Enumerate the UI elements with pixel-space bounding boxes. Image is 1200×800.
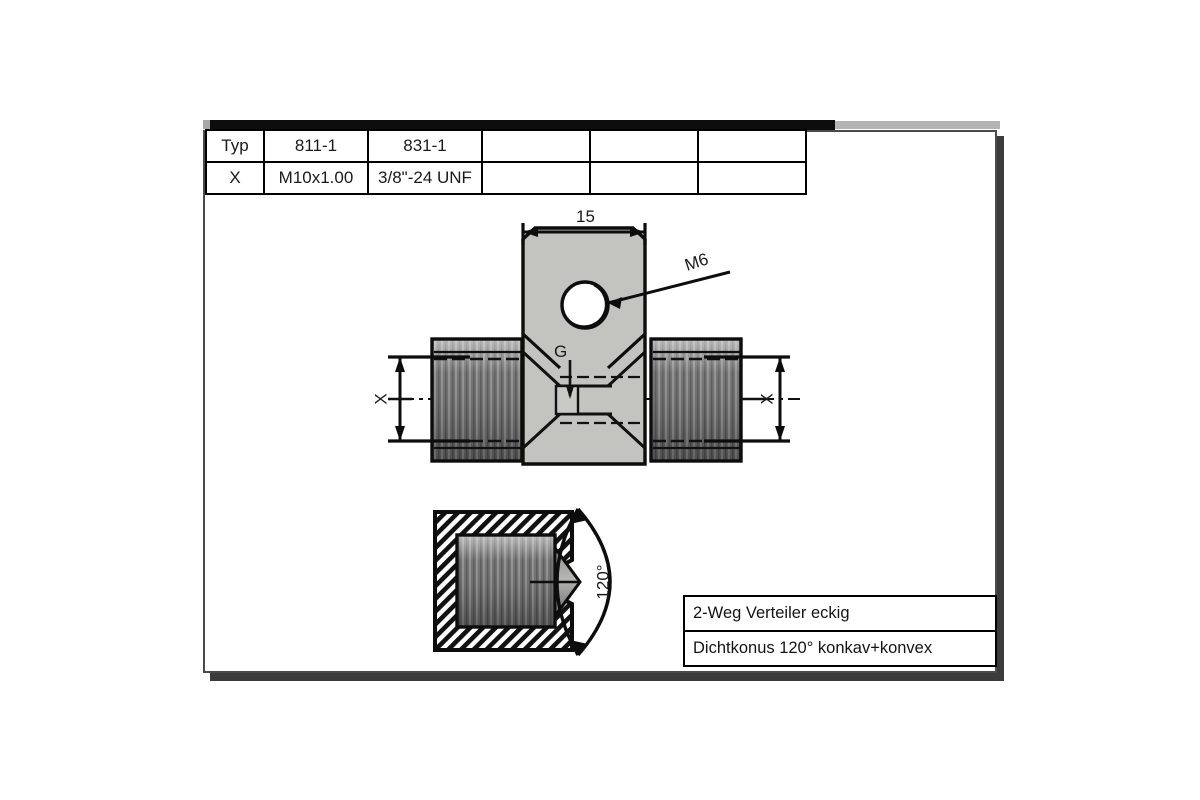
spec-cell bbox=[589, 129, 699, 163]
spec-cell bbox=[697, 129, 807, 163]
spec-cell bbox=[697, 161, 807, 195]
drawing-frame bbox=[203, 130, 997, 673]
frame-shadow-bottom bbox=[210, 673, 1004, 681]
table-row: 2-Weg Verteiler eckig bbox=[683, 595, 997, 632]
spec-cell bbox=[589, 161, 699, 195]
frame-top-bar bbox=[210, 120, 835, 130]
spec-cell bbox=[481, 129, 591, 163]
title-block-description: Dichtkonus 120° konkav+konvex bbox=[683, 630, 997, 667]
spec-cell bbox=[481, 161, 591, 195]
frame-top-bar-grey-right bbox=[835, 121, 1000, 129]
spec-row-label: X bbox=[205, 161, 265, 195]
table-row: Dichtkonus 120° konkav+konvex bbox=[683, 630, 997, 667]
spec-cell: M10x1.00 bbox=[263, 161, 369, 195]
spec-table: Typ 811-1 831-1 X M10x1.00 3/8"-24 UNF bbox=[205, 129, 807, 195]
title-block: 2-Weg Verteiler eckig Dichtkonus 120° ko… bbox=[683, 595, 997, 667]
table-row: Typ 811-1 831-1 bbox=[205, 129, 807, 163]
spec-cell: 811-1 bbox=[263, 129, 369, 163]
spec-row-label: Typ bbox=[205, 129, 265, 163]
spec-cell: 3/8"-24 UNF bbox=[367, 161, 483, 195]
title-block-part-name: 2-Weg Verteiler eckig bbox=[683, 595, 997, 632]
spec-cell: 831-1 bbox=[367, 129, 483, 163]
table-row: X M10x1.00 3/8"-24 UNF bbox=[205, 161, 807, 195]
frame-shadow-right bbox=[997, 136, 1004, 676]
